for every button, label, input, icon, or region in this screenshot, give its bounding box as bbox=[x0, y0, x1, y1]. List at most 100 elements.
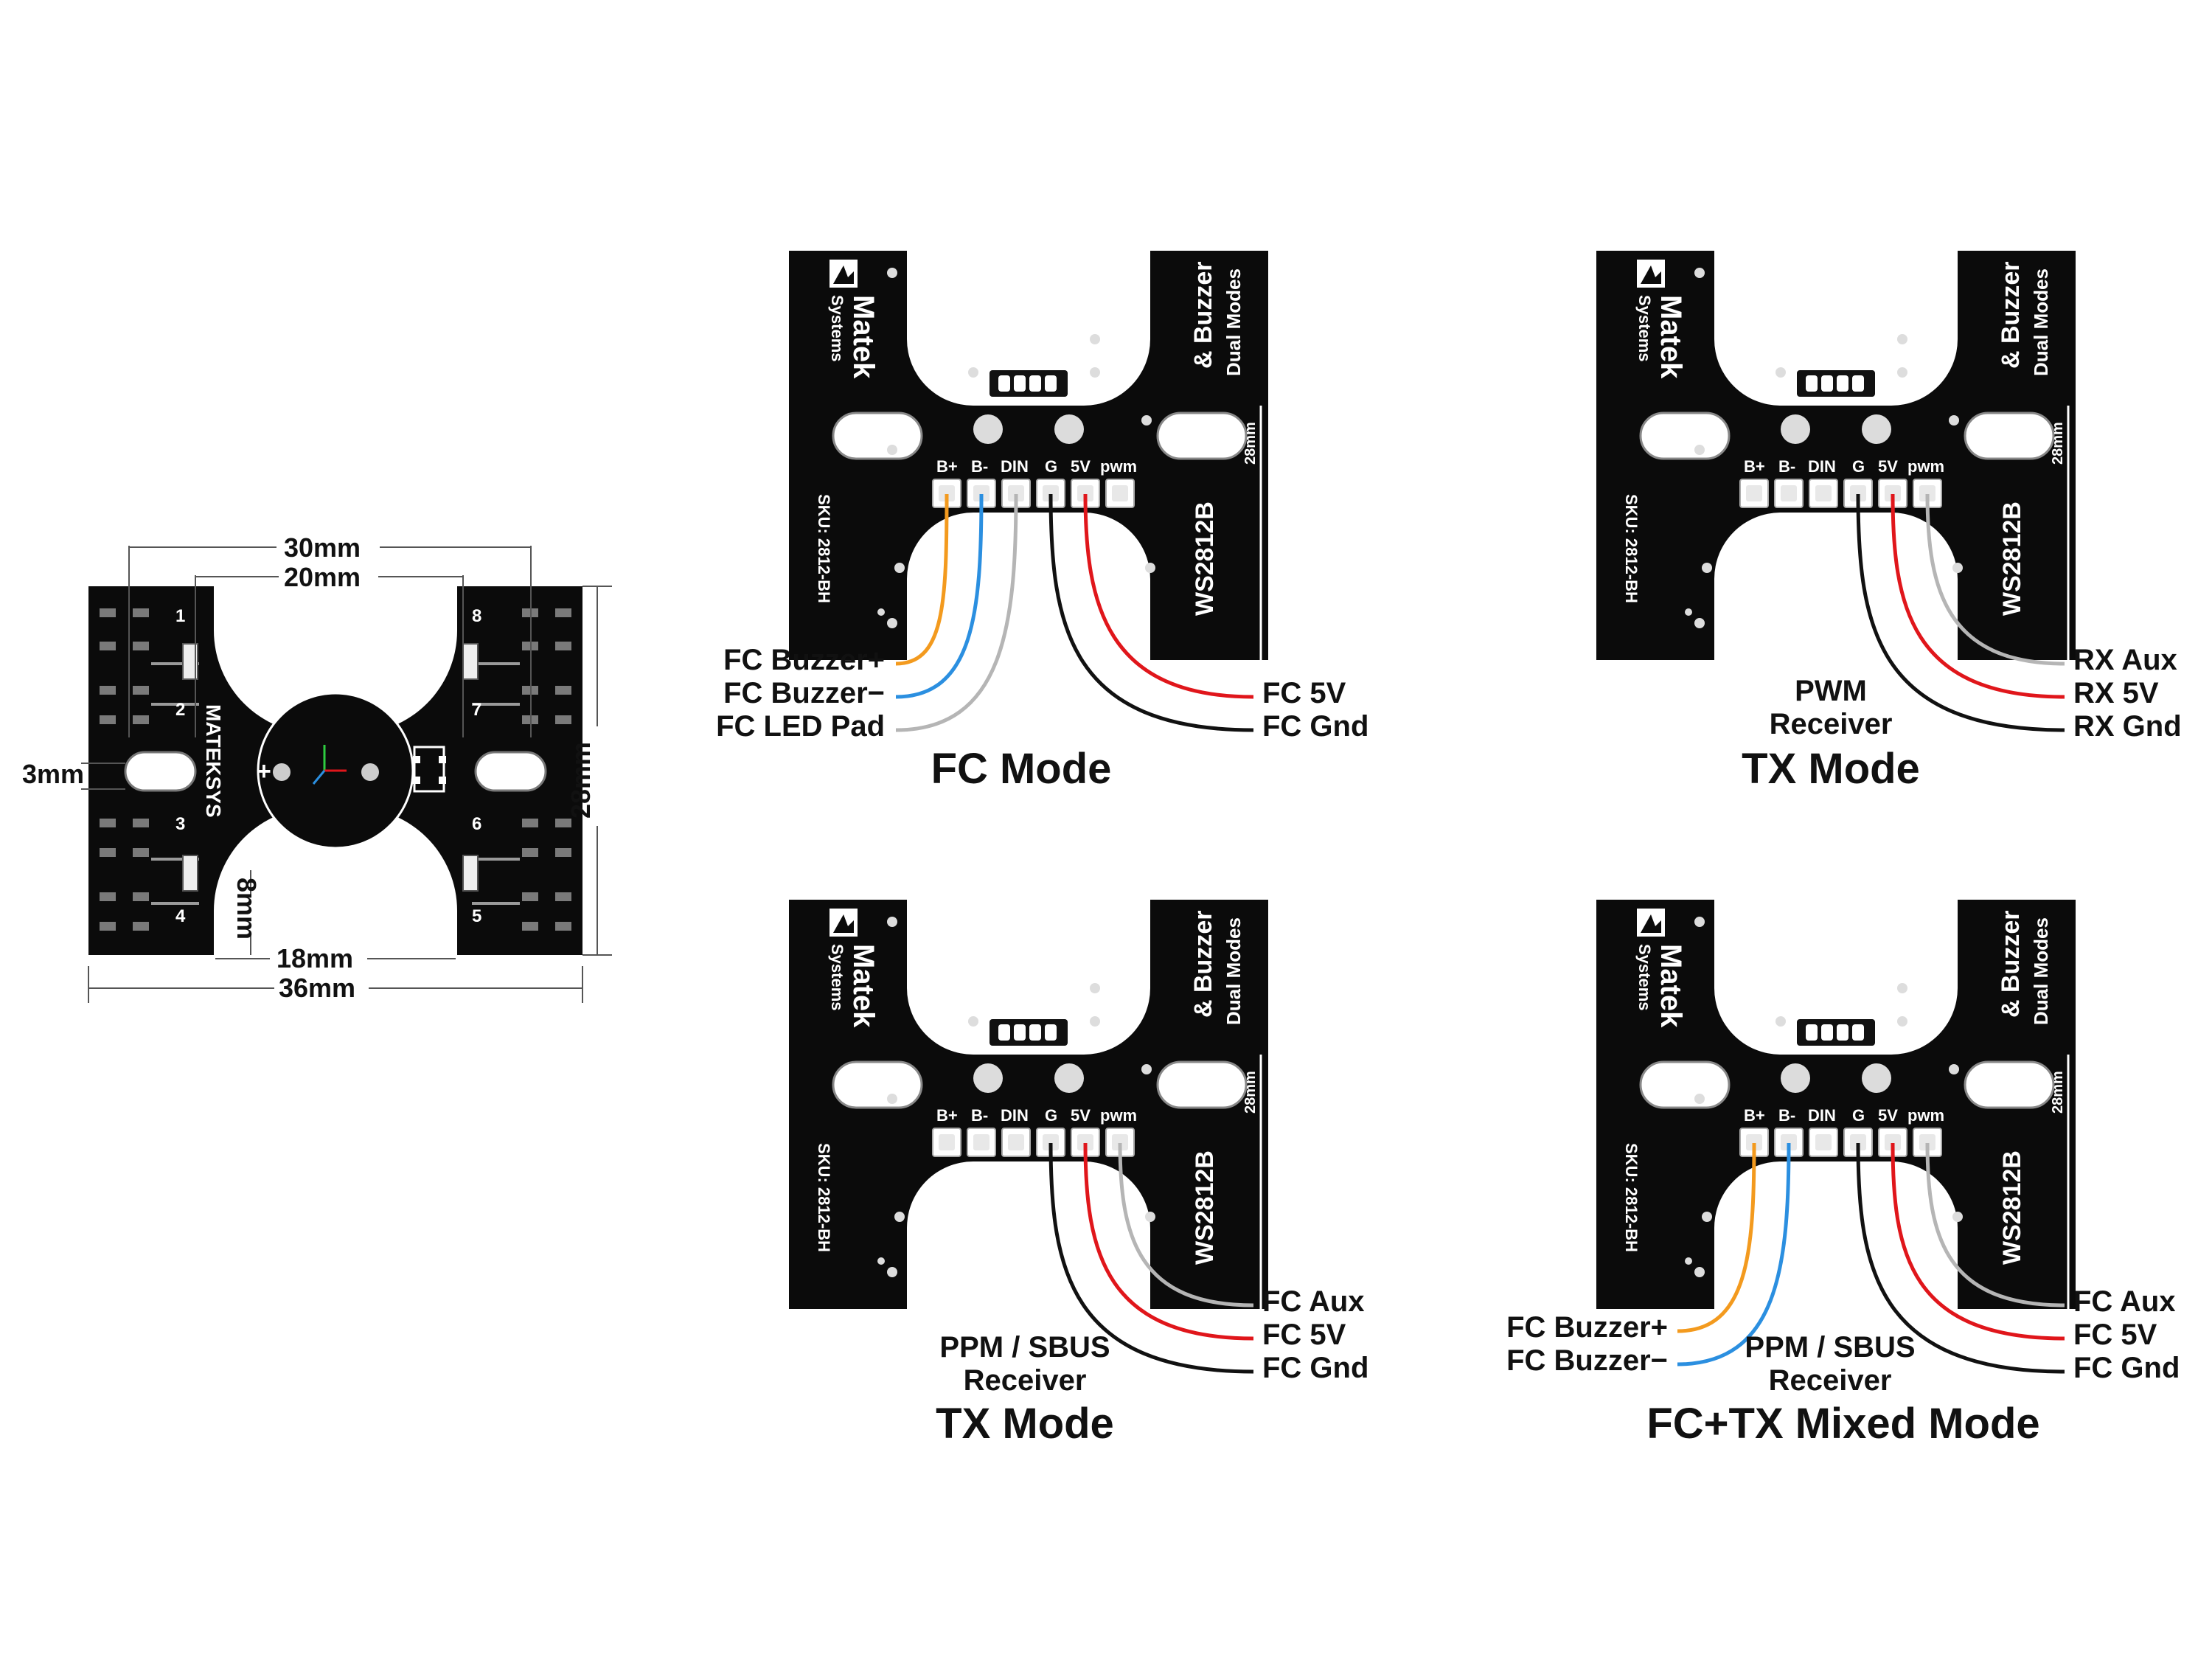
wire bbox=[895, 493, 1018, 732]
wire-label: FC Buzzer+ bbox=[723, 644, 885, 676]
brand-sub-text: Systems bbox=[1635, 295, 1654, 362]
pin-label: B+ bbox=[1744, 457, 1765, 476]
wires-tx-mode-ppm bbox=[1048, 1142, 1254, 1374]
led-number: 8 bbox=[472, 606, 481, 626]
wire-label: RX Aux bbox=[2073, 644, 2177, 676]
dim-3mm: 3mm bbox=[22, 759, 84, 789]
receiver-label: PWM bbox=[1795, 675, 1867, 707]
brand-text: Matek bbox=[1655, 944, 1687, 1028]
dim-28mm: 28mm bbox=[566, 742, 596, 819]
pin-label: B+ bbox=[936, 1106, 958, 1125]
wire-label: FC 5V bbox=[2073, 1319, 2157, 1351]
wire bbox=[1048, 1142, 1254, 1374]
pin-label: DIN bbox=[1808, 1106, 1836, 1125]
brand-text: Matek bbox=[847, 295, 880, 379]
sku-text: SKU: 2812-BH bbox=[815, 494, 833, 603]
wire-label: FC Gnd bbox=[1262, 1352, 1368, 1384]
feature-text: & Buzzer bbox=[1189, 262, 1217, 369]
feature-sub-text: Dual Modes bbox=[1222, 268, 1245, 376]
dim-20mm: 20mm bbox=[284, 562, 361, 592]
led-number: 3 bbox=[175, 814, 185, 834]
brand-text: Matek bbox=[1655, 295, 1687, 379]
mode-title: FC Mode bbox=[931, 745, 1112, 793]
pin-label: G bbox=[1852, 457, 1865, 476]
receiver-label: Receiver bbox=[1770, 708, 1893, 740]
wire-label: RX Gnd bbox=[2073, 710, 2182, 743]
pin-label: G bbox=[1852, 1106, 1865, 1125]
feature-text: & Buzzer bbox=[1997, 262, 2025, 369]
pin-label: B+ bbox=[1744, 1106, 1765, 1125]
pin-label: B- bbox=[971, 457, 988, 476]
wire bbox=[1856, 493, 2065, 732]
wire-label: FC 5V bbox=[1262, 1319, 1346, 1351]
wires-fc-mode bbox=[895, 493, 1254, 732]
wire-label: FC Aux bbox=[2073, 1285, 2176, 1318]
wire-label: FC 5V bbox=[1262, 677, 1346, 709]
receiver-label: Receiver bbox=[964, 1364, 1087, 1397]
wires-tx-mode-pwm bbox=[1856, 493, 2065, 732]
pin-label: 5V bbox=[1878, 457, 1898, 476]
pcb-board: Matek Systems & Buzzer Dual Modes WS2812… bbox=[1596, 900, 2076, 1309]
brand-sub-text: Systems bbox=[1635, 944, 1654, 1011]
pin-label: pwm bbox=[1100, 1106, 1137, 1125]
mode-title: TX Mode bbox=[1742, 745, 1920, 793]
wire bbox=[895, 493, 984, 699]
mount-hole-right bbox=[474, 751, 547, 792]
brand-sub-text: Systems bbox=[828, 944, 846, 1011]
dimension-board-drawing: + MATEKSYS 1 2 3 4 5 6 7 8 bbox=[88, 586, 582, 955]
pin-label: 5V bbox=[1071, 457, 1091, 476]
model-text: WS2812B bbox=[1998, 501, 2026, 616]
receiver-label: PPM / SBUS bbox=[1745, 1331, 1915, 1364]
led-number: 4 bbox=[175, 906, 186, 926]
plus-label: + bbox=[257, 757, 271, 785]
dim-30mm: 30mm bbox=[284, 532, 361, 563]
pin-label: DIN bbox=[1808, 457, 1836, 476]
mode-title: TX Mode bbox=[936, 1400, 1114, 1448]
pin-label: G bbox=[1045, 457, 1057, 476]
pin-label: B- bbox=[1778, 457, 1795, 476]
pin-label: pwm bbox=[1907, 457, 1944, 476]
matek-logo-icon bbox=[1637, 260, 1665, 288]
wire-label: RX 5V bbox=[2073, 677, 2159, 709]
matek-logo-icon bbox=[830, 260, 858, 288]
brand-sub-text: Systems bbox=[828, 295, 846, 362]
led-number: 7 bbox=[472, 700, 481, 720]
sku-text: SKU: 2812-BH bbox=[1622, 1143, 1641, 1252]
mode-title: FC+TX Mixed Mode bbox=[1646, 1400, 2039, 1448]
wire-label: FC Gnd bbox=[2073, 1352, 2180, 1384]
wire bbox=[1083, 1142, 1254, 1341]
model-text: WS2812B bbox=[1998, 1150, 2026, 1265]
pin-label: DIN bbox=[1001, 457, 1029, 476]
wire-label: FC LED Pad bbox=[716, 710, 885, 743]
wire-label: FC Buzzer− bbox=[1506, 1344, 1668, 1377]
led-number: 5 bbox=[472, 906, 481, 926]
pcb-board: Matek Systems & Buzzer Dual Modes WS2812… bbox=[1596, 251, 2076, 660]
receiver-label: Receiver bbox=[1769, 1364, 1892, 1397]
receiver-label: PPM / SBUS bbox=[939, 1331, 1110, 1364]
model-text: WS2812B bbox=[1191, 1150, 1219, 1265]
feature-sub-text: Dual Modes bbox=[2030, 268, 2052, 376]
wire bbox=[1048, 493, 1254, 732]
pin-label: B+ bbox=[936, 457, 958, 476]
wire bbox=[1677, 1142, 1756, 1333]
silk-mateksys: MATEKSYS bbox=[202, 704, 225, 818]
pin-label: B- bbox=[1778, 1106, 1795, 1125]
wire bbox=[1891, 493, 2065, 699]
wire bbox=[1925, 1142, 2065, 1307]
pin-label: pwm bbox=[1100, 457, 1137, 476]
mount-hole-left bbox=[124, 751, 197, 792]
matek-logo-icon bbox=[1637, 909, 1665, 937]
pin-label: 5V bbox=[1878, 1106, 1898, 1125]
wire-label: FC Buzzer− bbox=[723, 677, 885, 709]
size-text: 28mm bbox=[1242, 1071, 1259, 1114]
pin-label: pwm bbox=[1907, 1106, 1944, 1125]
wire bbox=[895, 493, 949, 666]
wires-mixed-mode bbox=[1677, 1142, 2065, 1374]
wire-label: FC Gnd bbox=[1262, 710, 1368, 743]
pin-label: G bbox=[1045, 1106, 1057, 1125]
dim-18mm: 18mm bbox=[276, 943, 353, 973]
feature-text: & Buzzer bbox=[1997, 911, 2025, 1018]
model-text: WS2812B bbox=[1191, 501, 1219, 616]
brand-text: Matek bbox=[847, 944, 880, 1028]
